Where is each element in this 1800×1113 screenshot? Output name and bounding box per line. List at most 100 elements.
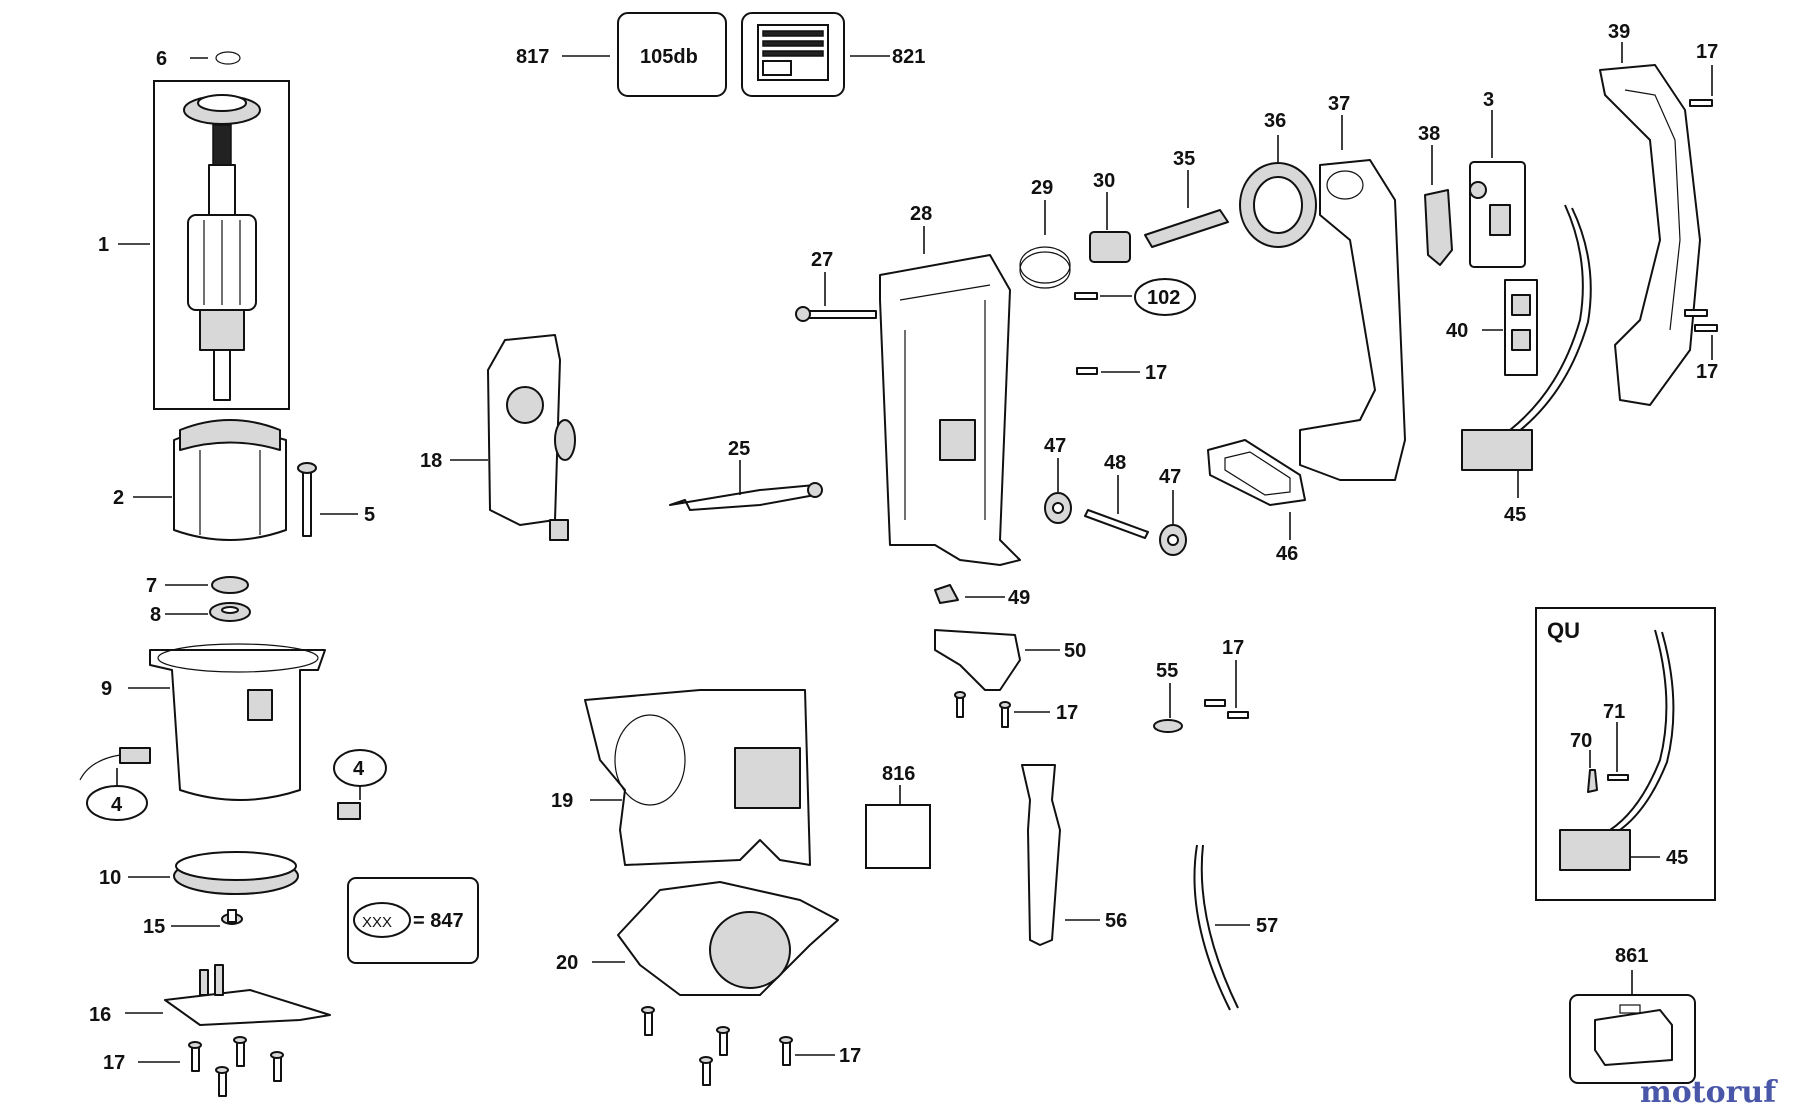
part-19-gear-housing: 19 (551, 689, 811, 866)
part-16-baffle: 16 (89, 964, 331, 1026)
callout-37: 37 (1328, 93, 1350, 115)
part-39-handle-half: 39 (1599, 21, 1701, 406)
callout-55: 55 (1156, 660, 1178, 682)
part-50-cord-guard: 50 (934, 629, 1086, 691)
part-6-snap-ring: 6 (156, 48, 241, 70)
part-817-decibel-label: 105db 817 (516, 12, 727, 97)
part-57-cord: 57 (1193, 844, 1278, 1011)
part-47-roller-left: 47 (1044, 435, 1072, 524)
callout-25: 25 (728, 438, 750, 460)
callout-17-base: 17 (839, 1045, 861, 1067)
callout-40: 40 (1446, 320, 1468, 342)
callout-38: 38 (1418, 123, 1440, 145)
qu-box-title: QU (1547, 618, 1580, 643)
decibel-text: 105db (640, 46, 698, 68)
part-4-brush-left: 4 (79, 747, 151, 821)
part-45-wire-harness: 45 (1461, 204, 1592, 526)
callout-45-main: 45 (1504, 504, 1526, 526)
part-1-armature: 1 (98, 80, 290, 410)
callout-47-left: 47 (1044, 435, 1066, 457)
callout-8: 8 (150, 604, 161, 626)
callout-47-right: 47 (1159, 466, 1181, 488)
callout-17-center: 17 (1056, 702, 1078, 724)
part-25-bracket: 25 (669, 438, 823, 511)
callout-3: 3 (1483, 89, 1494, 111)
callout-71: 71 (1603, 701, 1625, 723)
part-15-screw: 15 (143, 909, 243, 938)
part-2-stator: 2 (113, 419, 287, 541)
part-27-bolt: 27 (795, 249, 877, 322)
callout-57: 57 (1256, 915, 1278, 937)
part-821-warning-label: 821 (741, 12, 925, 97)
callout-10: 10 (99, 867, 121, 889)
part-17-screws-lower-mid: 17 (1204, 637, 1249, 719)
part-35-rod: 35 (1144, 148, 1229, 248)
callout-17-right-bottom: 17 (1696, 361, 1718, 383)
callout-20: 20 (556, 952, 578, 974)
callout-28: 28 (910, 203, 932, 225)
callout-4-right: 4 (353, 758, 365, 780)
part-17-screws-right: 17 17 (1684, 41, 1718, 383)
part-8-bearing: 8 (150, 602, 251, 626)
callout-6: 6 (156, 48, 167, 70)
legend-xxx: XXX (362, 914, 392, 931)
callout-7: 7 (146, 575, 157, 597)
part-56-cord-protector: 56 (1021, 764, 1127, 946)
callout-46: 46 (1276, 543, 1298, 565)
part-18-switch-module: 18 (420, 334, 576, 541)
part-38-trigger: 38 (1418, 123, 1453, 266)
part-3-switch: 3 (1469, 89, 1526, 268)
callout-817: 817 (516, 46, 549, 68)
callout-18: 18 (420, 450, 442, 472)
part-7-bearing: 7 (146, 575, 249, 597)
part-49-clip: 49 (934, 584, 1030, 609)
callout-102: 102 (1147, 287, 1180, 309)
callout-30: 30 (1093, 170, 1115, 192)
part-30-bushing: 30 (1089, 170, 1131, 263)
part-102-callout: 102 (1074, 278, 1196, 316)
callout-56: 56 (1105, 910, 1127, 932)
callout-39: 39 (1608, 21, 1630, 43)
part-17-screws-base: 17 (641, 1006, 861, 1086)
watermark-logo: motoruf (1640, 1075, 1778, 1110)
callout-17-bottom-left: 17 (103, 1052, 125, 1074)
callout-9: 9 (101, 678, 112, 700)
callout-49: 49 (1008, 587, 1030, 609)
callout-35: 35 (1173, 148, 1195, 170)
part-10-fan: 10 (99, 851, 299, 895)
part-816-label: 816 (865, 763, 931, 869)
callout-821: 821 (892, 46, 925, 68)
callout-17-mid: 17 (1145, 362, 1167, 384)
part-861-kit-box: 861 (1569, 945, 1696, 1084)
callout-861: 861 (1615, 945, 1648, 967)
part-55-screw: 55 (1153, 660, 1183, 733)
part-4-brush-right: 4 (333, 749, 387, 820)
callout-17-right-top: 17 (1696, 41, 1718, 63)
part-28-housing-half: 28 (879, 203, 1021, 566)
part-17-screw-mid: 17 (1076, 362, 1167, 384)
callout-17-lower-mid: 17 (1222, 637, 1244, 659)
callout-1: 1 (98, 234, 109, 256)
callout-15: 15 (143, 916, 165, 938)
callout-29: 29 (1031, 177, 1053, 199)
part-37-rear-handle: 37 (1299, 93, 1406, 481)
part-29-spring: 29 (1019, 177, 1071, 289)
part-36-bellows: 36 (1239, 110, 1317, 248)
legend-box: XXX = 847 (347, 877, 479, 964)
part-9-motor-housing: 9 (101, 643, 326, 801)
callout-70: 70 (1570, 730, 1592, 752)
part-46-handle-cap: 46 (1207, 439, 1306, 565)
callout-27: 27 (811, 249, 833, 271)
part-47-roller-right: 47 (1159, 466, 1187, 556)
callout-5: 5 (364, 504, 375, 526)
part-40-electronic-module: 40 (1446, 279, 1538, 376)
callout-50: 50 (1064, 640, 1086, 662)
part-48-pin: 48 (1084, 452, 1149, 539)
callout-45-qu: 45 (1666, 847, 1688, 869)
part-20-base: 20 (556, 881, 839, 996)
part-5-screw: 5 (297, 462, 375, 537)
callout-2: 2 (113, 487, 124, 509)
callout-16: 16 (89, 1004, 111, 1026)
callout-19: 19 (551, 790, 573, 812)
